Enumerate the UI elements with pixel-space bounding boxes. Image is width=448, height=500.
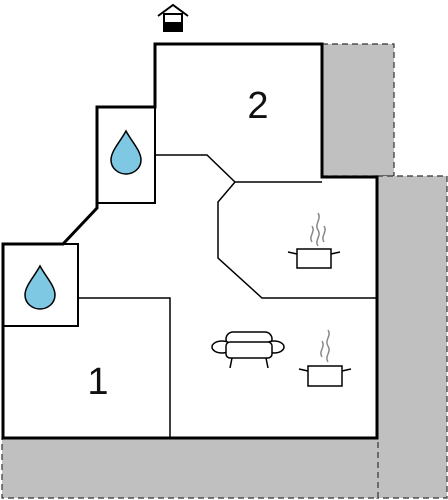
room-label-1: 1 (87, 361, 108, 403)
room-label-2: 2 (247, 85, 268, 127)
cooking-pot-icon (298, 329, 352, 387)
water-drop-icon (24, 264, 56, 310)
bathroom-upper (96, 106, 156, 204)
terrace-right-lower (376, 175, 448, 499)
bathrooms (2, 106, 156, 327)
terraces (1, 43, 448, 499)
bathroom-lower (2, 243, 79, 327)
entrance-icon (157, 3, 189, 32)
cooking-pot-icon (287, 212, 341, 269)
terrace-bottom (1, 437, 379, 499)
sofa-icon (211, 331, 285, 369)
wall-kitchen-corner (217, 181, 377, 299)
terrace-right-upper (321, 43, 395, 177)
water-drop-icon (110, 129, 142, 175)
wall-room1 (78, 297, 171, 438)
